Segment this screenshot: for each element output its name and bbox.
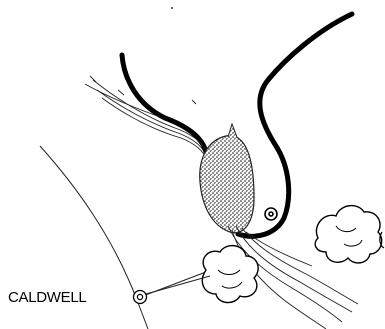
top-speck (171, 7, 173, 9)
oval-tip (228, 124, 237, 137)
caldwell-marker-icon (134, 291, 147, 304)
thick-curve-right (238, 14, 352, 236)
right-lobed-shape (315, 206, 382, 263)
stippled-oval-body (200, 135, 254, 232)
caldwell-leader-line (146, 276, 210, 294)
upper-strand-bundle (85, 80, 207, 160)
small-spiral-marker (265, 208, 277, 220)
caldwell-label: CALDWELL (8, 289, 86, 306)
